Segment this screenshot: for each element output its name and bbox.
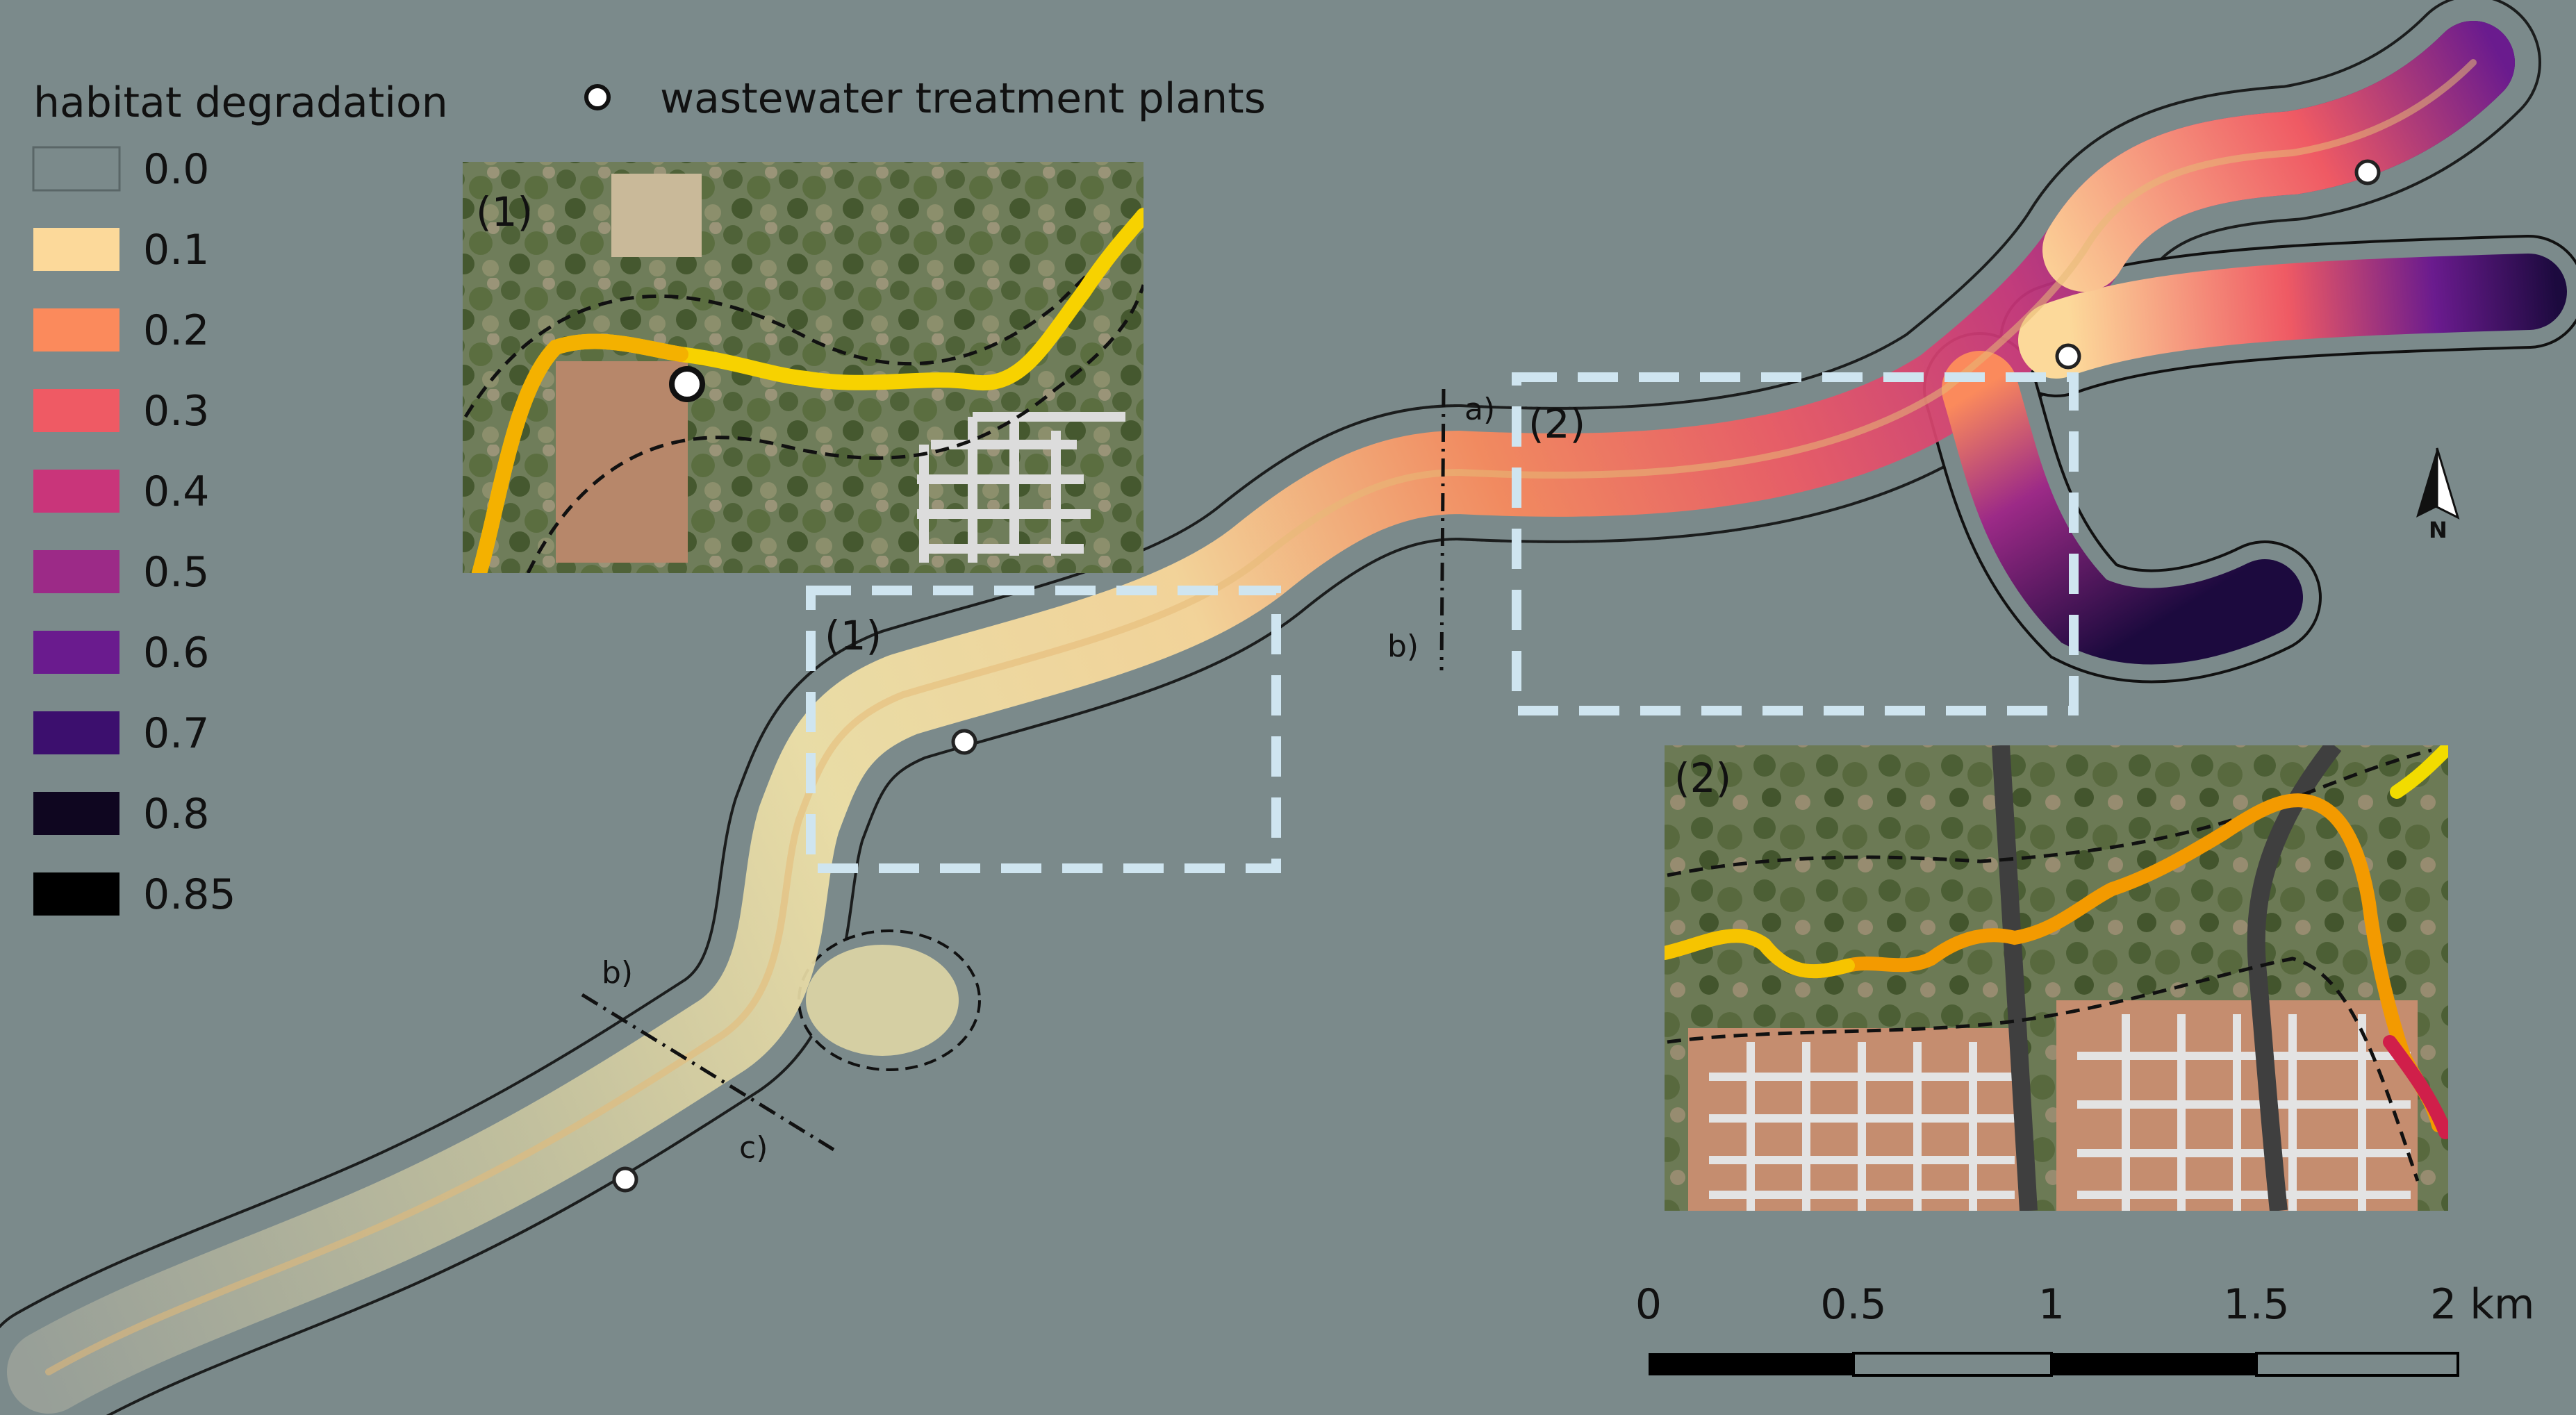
wwtp-marker (951, 729, 977, 755)
north-arrow-right-icon (2436, 447, 2460, 520)
inset-1-field (611, 174, 702, 257)
scale-tick-label-1: 0.5 (1820, 1280, 1886, 1329)
inset-1-wwtp-marker (669, 366, 705, 402)
legend-label-2: 0.2 (143, 306, 209, 355)
legend-label-9: 0.85 (143, 870, 236, 919)
legend: habitat degradation 0.00.10.20.30.40.50.… (32, 78, 448, 919)
legend-items: 0.0 0.1 0.2 0.3 0.4 0.5 0.6 0.7 0.8 0.85 (32, 145, 236, 919)
section-line-ab (1439, 388, 1446, 671)
legend-swatch-2 (33, 308, 119, 351)
legend-swatch-6 (33, 631, 119, 674)
legend-label-6: 0.6 (143, 629, 209, 677)
legend-label-3: 0.3 (143, 387, 209, 436)
legend-label-5: 0.5 (143, 548, 209, 597)
inset-2: (2) (1665, 745, 2448, 1211)
legend-swatch-3 (33, 389, 119, 432)
section-label-a: a) (1464, 392, 1495, 427)
inset-2-buffer (1667, 748, 2432, 877)
legend-swatch-0 (32, 146, 121, 192)
inset-1-street-grid (917, 412, 1125, 563)
scale-tick-label-2: 1 (2038, 1280, 2065, 1329)
inset-1-buffer (526, 284, 1143, 573)
wwtp-legend: wastewater treatment plants (584, 74, 1266, 123)
north-arrow-left-icon (2416, 448, 2437, 518)
inset-2-road (1992, 745, 2038, 1211)
wwtp-marker (2354, 159, 2381, 185)
legend-swatch-4 (33, 470, 119, 513)
scale-bar-ticks: 0 0.5 1 1.5 2 km (1635, 1280, 2535, 1329)
legend-swatch-1 (33, 228, 119, 271)
legend-swatch-8 (33, 792, 119, 835)
inset-1: (1) (463, 162, 1143, 573)
scale-tick-label-3: 1.5 (2223, 1280, 2289, 1329)
scale-tick-label-4: 2 km (2430, 1280, 2534, 1329)
scale-tick-label-0: 0 (1635, 1280, 1662, 1329)
legend-label-7: 0.7 (143, 709, 209, 758)
inset-2-buffer (1667, 957, 2420, 1182)
focus-boxes: (1) (2) (806, 372, 2079, 873)
scale-seg (1649, 1353, 1853, 1375)
river-channel (45, 59, 2477, 1375)
legend-label-8: 0.8 (143, 790, 209, 838)
scale-seg (2051, 1353, 2256, 1375)
inset-1-river-lower (472, 333, 688, 573)
wwtp-legend-icon (584, 84, 611, 110)
legend-title: habitat degradation (33, 78, 448, 127)
focus-box-1-label: (1) (825, 612, 882, 659)
inset-2-river-north (2390, 745, 2448, 799)
wwtp-markers (612, 159, 2381, 1193)
legend-swatch-5 (33, 550, 119, 593)
degradation-branch-east (2018, 254, 2567, 379)
legend-label-0: 0.0 (143, 145, 209, 194)
section-label-b-top: b) (1387, 629, 1419, 664)
focus-box-2-label: (2) (1528, 400, 1585, 447)
inset-2-river-west (1665, 929, 1855, 979)
degradation-branch-south (1942, 351, 2303, 665)
inset-2-river-south (2383, 1035, 2448, 1139)
legend-swatch-9 (33, 872, 119, 916)
legend-label-1: 0.1 (143, 226, 209, 274)
wwtp-marker (2055, 343, 2081, 370)
inset-2-street-grid (1709, 1014, 2411, 1211)
focus-box-1 (806, 586, 1281, 873)
inset-2-label: (2) (1674, 754, 1731, 802)
north-arrow-label: N (2429, 517, 2447, 543)
scale-seg (1852, 1352, 2053, 1377)
focus-box-2 (1512, 372, 2079, 715)
section-label-c-bottom: c) (739, 1130, 768, 1166)
inset-1-label: (1) (476, 188, 533, 235)
wwtp-marker (612, 1166, 638, 1193)
section-line-bc (581, 993, 835, 1152)
scale-bar: 0 0.5 1 1.5 2 km (1635, 1280, 2535, 1377)
section-label-b-bottom: b) (602, 955, 633, 991)
legend-swatch-7 (33, 711, 119, 754)
degradation-lobe (806, 945, 959, 1056)
legend-label-4: 0.4 (143, 467, 209, 516)
scale-seg (2255, 1352, 2459, 1377)
section-lines: a) b) b) c) (581, 388, 1495, 1166)
inset-2-road (2247, 745, 2342, 1211)
wwtp-legend-label: wastewater treatment plants (660, 74, 1266, 123)
north-arrow: N (2416, 447, 2460, 543)
